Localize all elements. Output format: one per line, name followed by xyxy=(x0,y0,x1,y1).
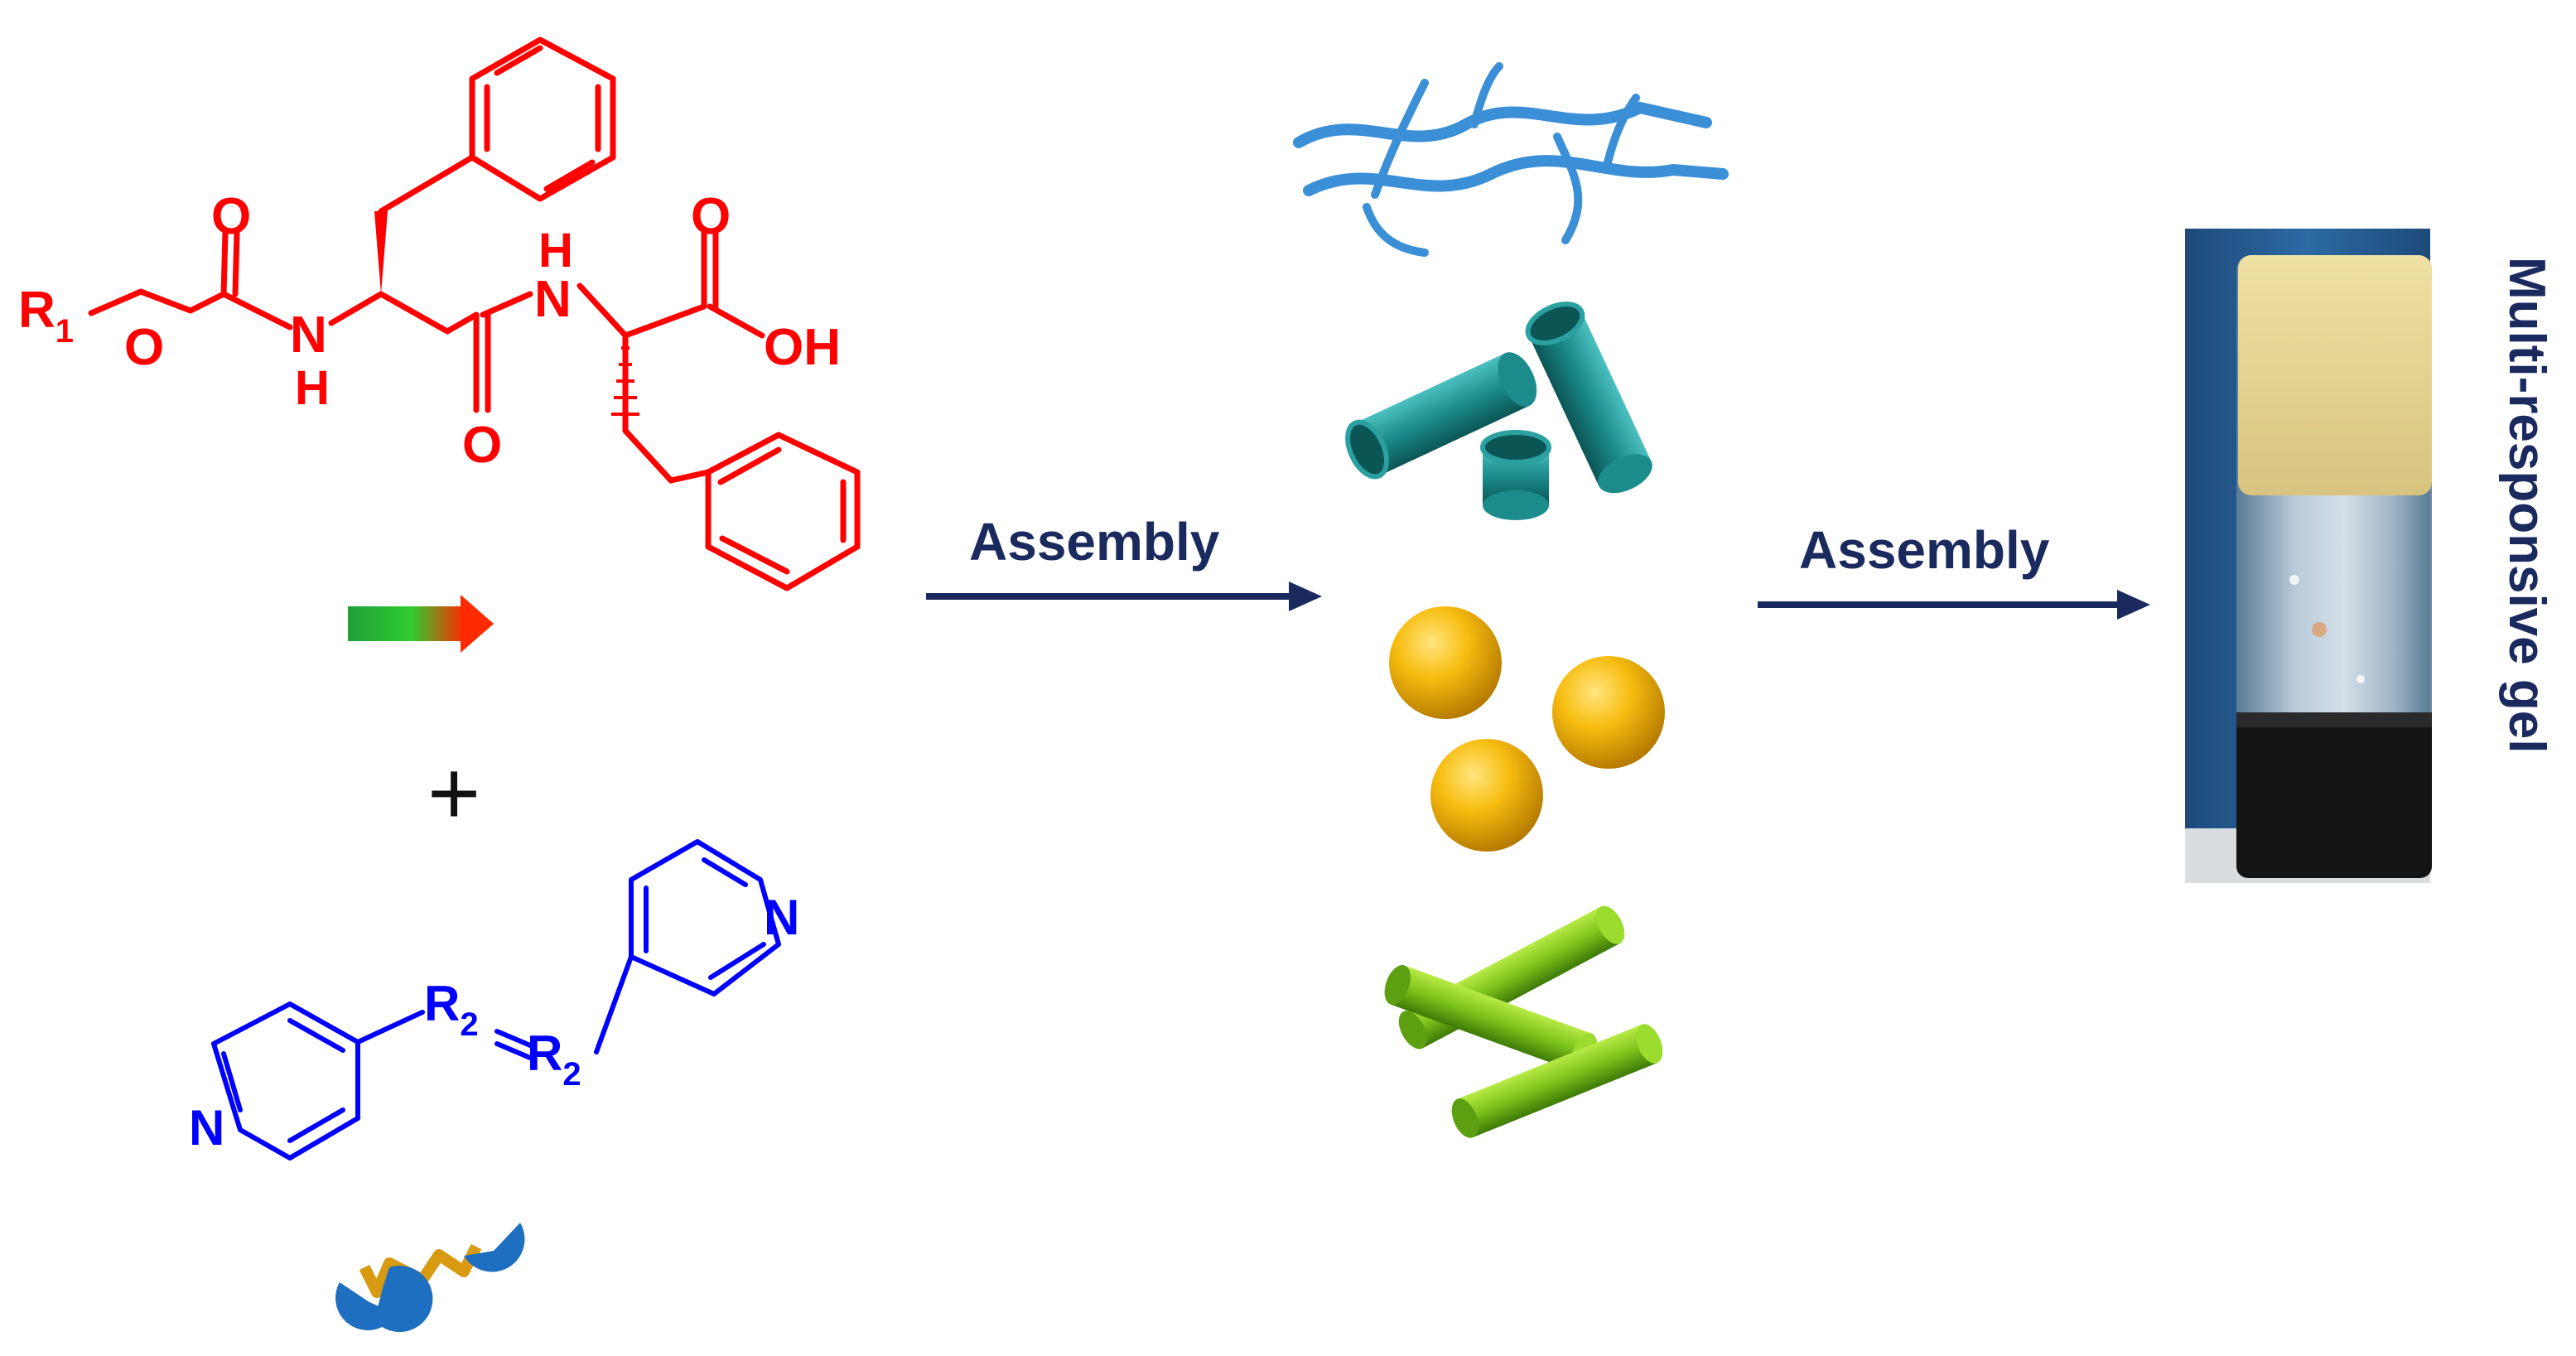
r2-b-label: R2 xyxy=(527,1025,581,1093)
carbonyl-oxygen-1-label: O xyxy=(211,188,251,245)
assembly-label-1: Assembly xyxy=(969,512,1220,572)
right-pyridine-n-label: N xyxy=(764,890,799,945)
carbonyl-oxygen-2-label: O xyxy=(462,417,502,474)
amide-n-1-label: N xyxy=(290,306,327,364)
ester-oxygen-label: O xyxy=(124,319,164,376)
amide-h-2-label: H xyxy=(538,224,573,277)
phenyl-ring-top xyxy=(469,36,616,202)
nanotube-icon xyxy=(1345,302,1652,520)
amide-h-1-label: H xyxy=(295,361,330,415)
gel-label: Multi-responsive gel xyxy=(2498,257,2555,753)
amide-n-2-label: N xyxy=(534,271,572,328)
dipeptide-bonds xyxy=(88,229,765,484)
gel-vial-photo xyxy=(2185,229,2432,883)
hydroxyl-label: OH xyxy=(764,319,841,376)
gradient-arrow-icon xyxy=(348,595,494,653)
wedge-bond-1 xyxy=(374,211,388,294)
dipeptide-structure: R1 O O N H O H N O OH xyxy=(18,36,861,591)
acid-oxygen-label: O xyxy=(691,188,731,245)
assembly-arrow-1: Assembly xyxy=(926,512,1322,611)
rods-icon xyxy=(1384,905,1663,1138)
fiber-network-icon xyxy=(1293,62,1729,257)
right-pyridine-ring xyxy=(629,839,781,996)
plus-sign: + xyxy=(427,742,480,844)
hashed-bond xyxy=(611,346,639,416)
assembly-arrow-2: Assembly xyxy=(1758,520,2150,620)
r1-label: R1 xyxy=(18,282,74,350)
spheres-icon xyxy=(1389,606,1665,852)
assembly-label-2: Assembly xyxy=(1799,520,2050,580)
left-pyridine-n-label: N xyxy=(189,1100,224,1156)
linker-pacman-icon xyxy=(335,1223,525,1333)
r2-a-label: R2 xyxy=(424,976,479,1043)
left-pyridine-ring xyxy=(211,1001,360,1161)
bipyridine-structure: N N R2 R2 xyxy=(189,839,799,1161)
